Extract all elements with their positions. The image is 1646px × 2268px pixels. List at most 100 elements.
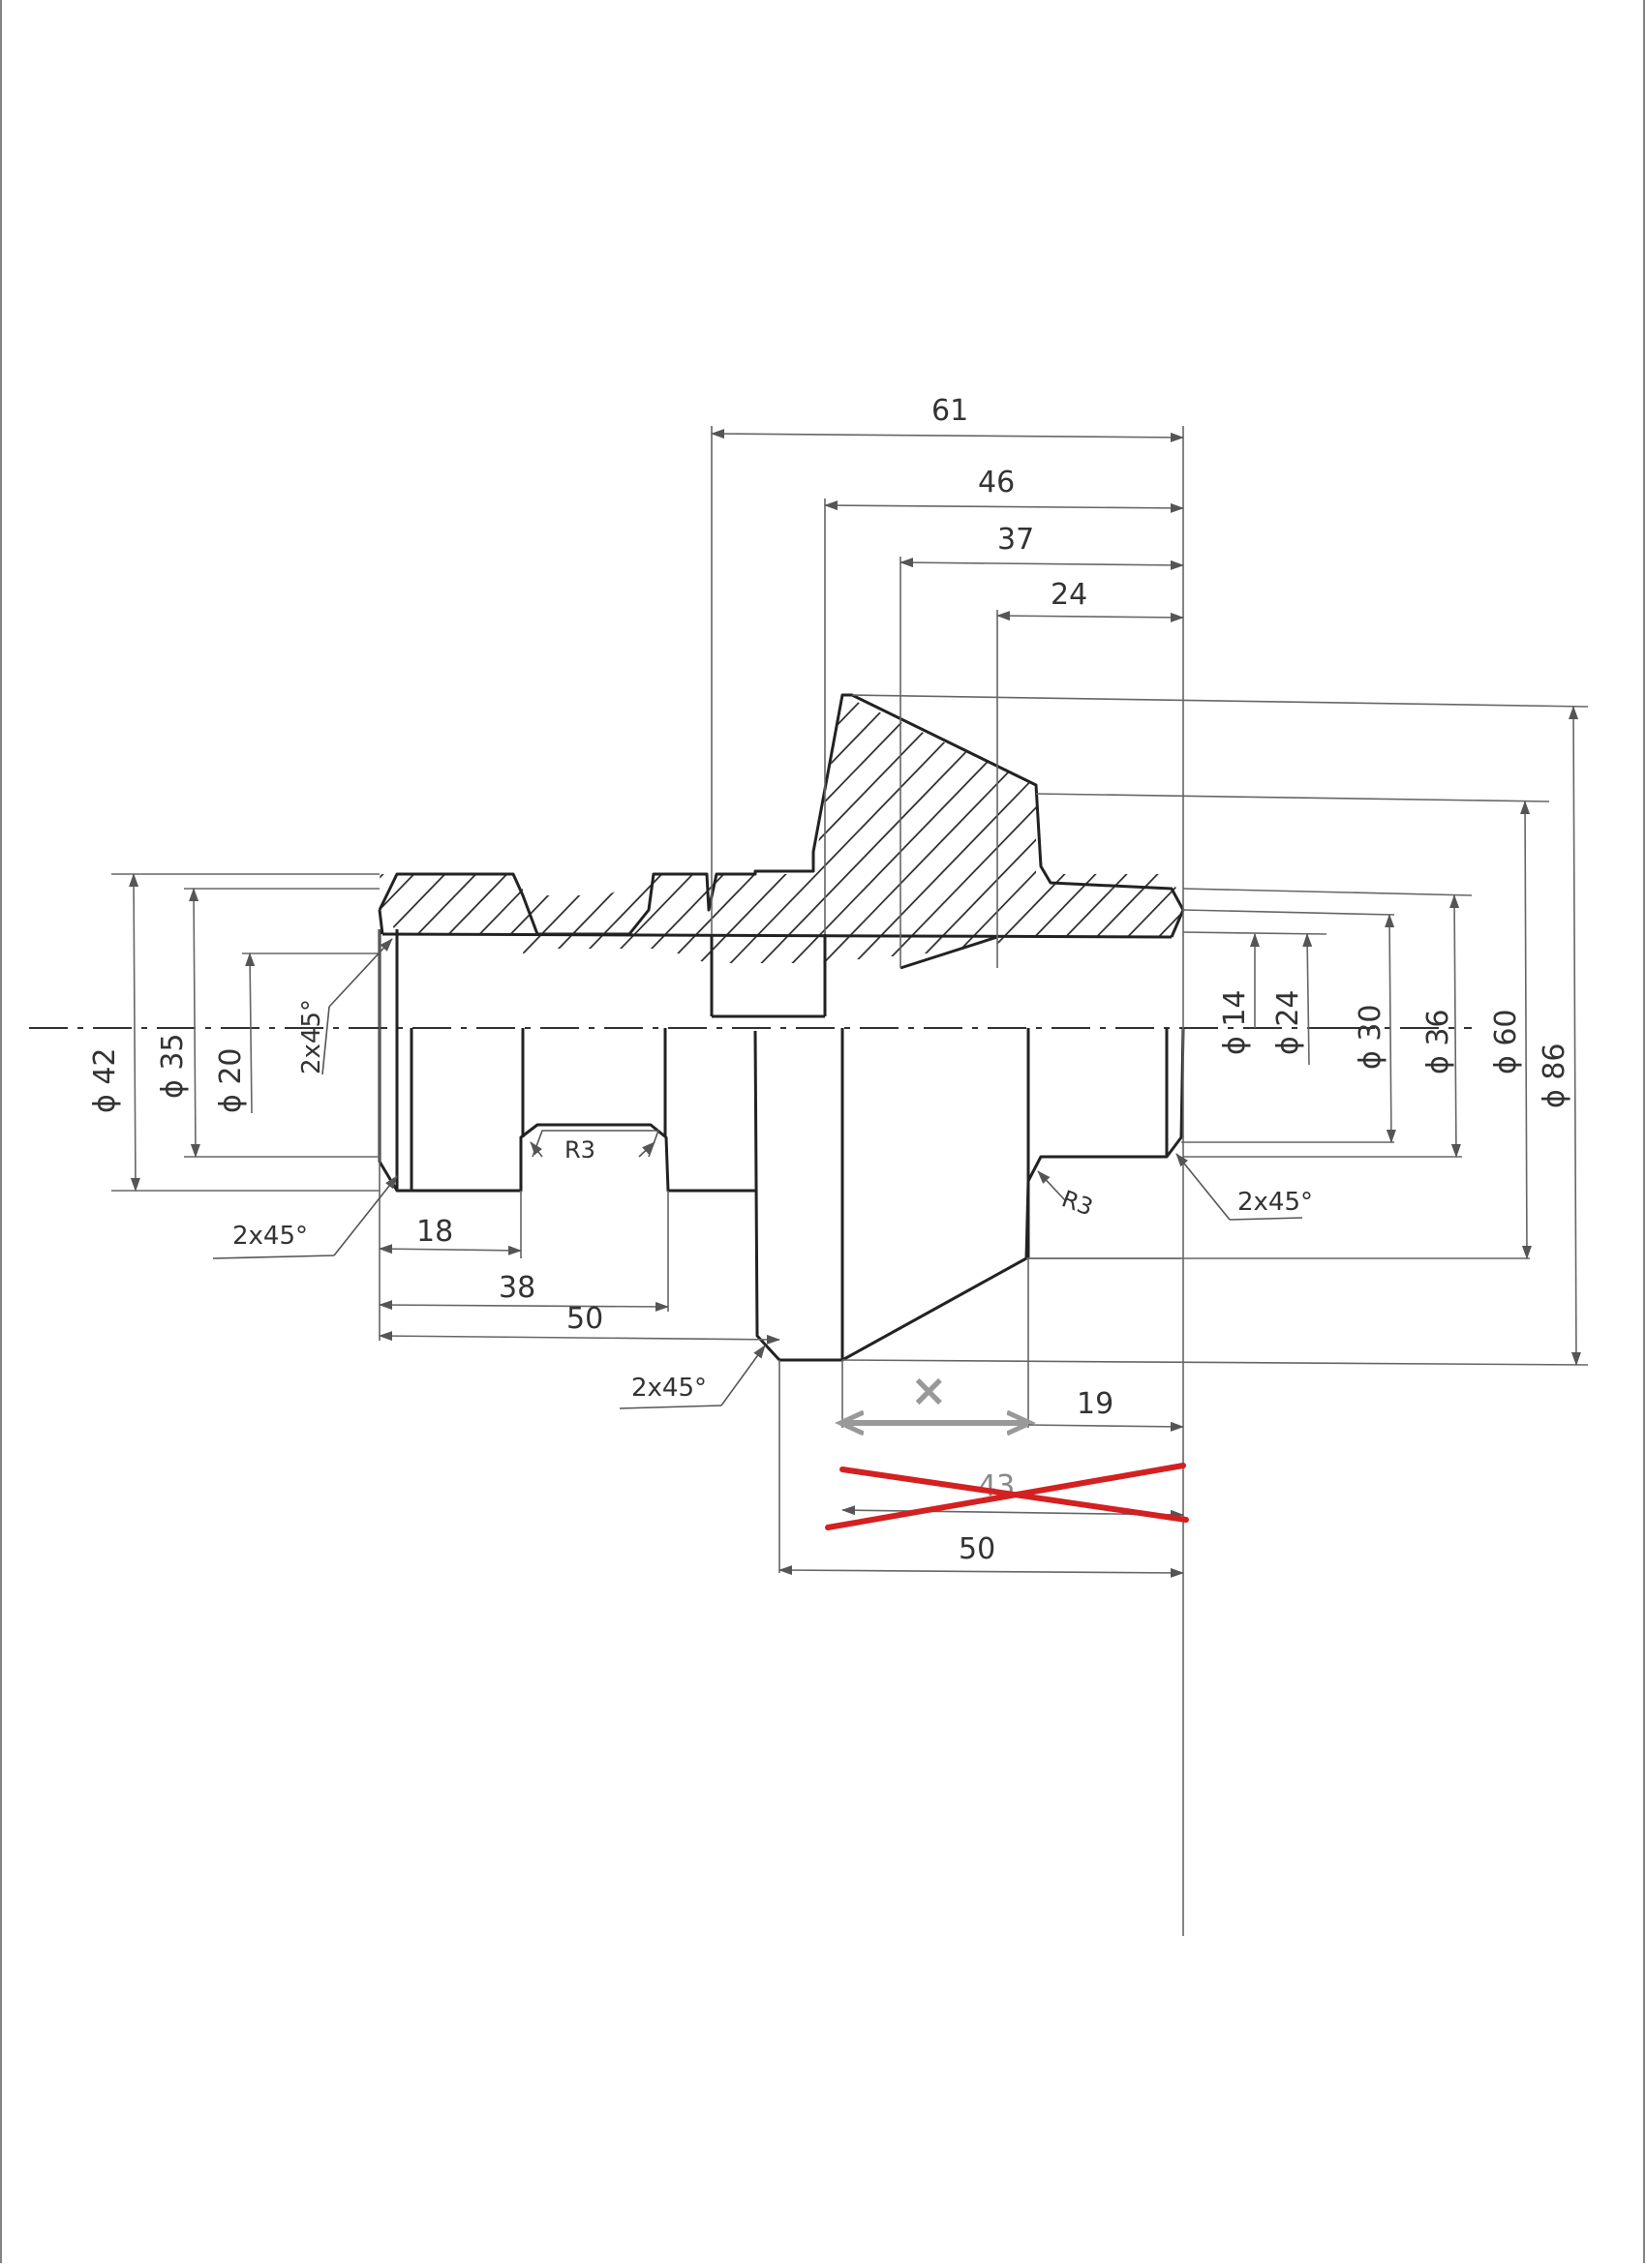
left-dimensions: 18 38 50 <box>379 1215 780 1345</box>
dim-50-bottom: 50 <box>959 1532 995 1566</box>
leader-chamfer-right-bottom-shelf <box>1229 1217 1303 1221</box>
hatch-line <box>870 695 1163 963</box>
dim-line-phi20 <box>245 953 256 1114</box>
hatch-line <box>777 695 1070 963</box>
hatch-line <box>654 695 946 963</box>
hatch-line <box>0 678 201 978</box>
dim-line-61 <box>711 429 1184 442</box>
hatch-line <box>1584 678 1646 978</box>
left-diameter-dims: ϕ 42 ϕ 35 ϕ 20 <box>88 873 256 1192</box>
dim-phi30: ϕ 30 <box>1354 1005 1387 1071</box>
bottom-dimensions: × 19 43 50 <box>778 1364 1189 1578</box>
unknown-dim-marker: × <box>910 1364 948 1416</box>
hatch-line <box>35 678 325 978</box>
dim-line-phi86 <box>1569 706 1581 1366</box>
hatch-line <box>380 695 388 963</box>
chamfer-right-bottom: 2x45° <box>1237 1188 1313 1217</box>
hatch-line <box>1087 695 1183 963</box>
dim-19: 19 <box>1077 1387 1113 1421</box>
hatch-line <box>380 695 419 963</box>
dim-line-phi35 <box>189 888 200 1158</box>
dim-line-50-left <box>379 1331 780 1345</box>
dim-phi60: ϕ 60 <box>1489 1010 1523 1075</box>
hatch-line <box>1274 678 1565 978</box>
dim-phi35: ϕ 35 <box>156 1034 190 1100</box>
mid-collar-outline <box>753 1027 1185 1362</box>
radius-groove: R3 <box>564 1136 595 1164</box>
dim-61: 61 <box>931 394 968 428</box>
hatch-line <box>0 678 232 978</box>
dim-37: 37 <box>997 523 1034 557</box>
hatch-line <box>380 695 512 963</box>
hatch-line <box>1056 695 1183 963</box>
hatch-line <box>380 695 481 963</box>
groove-radius-frame <box>532 1130 660 1158</box>
dim-line-phi30 <box>1385 914 1396 1143</box>
hatch-line <box>1429 678 1646 978</box>
hatched-section <box>0 678 1646 1018</box>
section-bore-line <box>381 932 1173 939</box>
callouts: 2x45° 2x45° 2x45° 2x45° R3 R3 <box>212 938 1313 1409</box>
dim-24: 24 <box>1051 578 1087 612</box>
dim-line-50-bottom <box>778 1565 1184 1578</box>
hatch-line <box>0 678 77 978</box>
dim-line-37 <box>899 558 1184 570</box>
hatch-line <box>1336 678 1627 978</box>
leader-right-r3 <box>1037 1170 1066 1201</box>
hatch-line <box>4 678 294 978</box>
chamfer-left-top: 2x45° <box>297 999 326 1074</box>
dim-line-43-struck <box>841 1505 1184 1520</box>
chamfer-left-bottom: 2x45° <box>232 1222 308 1251</box>
hatch-line <box>932 695 1183 963</box>
hatch-line <box>1118 695 1183 963</box>
dim-50-left: 50 <box>566 1302 603 1336</box>
dim-phi36: ϕ 36 <box>1421 1010 1455 1075</box>
dim-18: 18 <box>416 1215 453 1249</box>
hatch-line <box>1460 678 1646 978</box>
hatch-line <box>1491 678 1646 978</box>
hatch-line <box>1615 678 1646 978</box>
radius-right: R3 <box>1058 1185 1097 1221</box>
leader-chamfer-right-bottom <box>1175 1153 1231 1221</box>
top-dimensions: 61 46 37 24 <box>711 394 1184 622</box>
dim-line-19 <box>1027 1421 1184 1432</box>
hatch-line <box>1305 678 1596 978</box>
leader-chamfer-bottom-shelf <box>619 1405 722 1409</box>
hatch-line <box>1522 678 1646 978</box>
dim-line-phi60 <box>1520 801 1532 1259</box>
hatch-line <box>623 695 915 963</box>
hatch-line <box>901 695 1183 963</box>
section-outline <box>378 693 1185 938</box>
dim-phi24: ϕ 24 <box>1271 990 1305 1056</box>
leader-groove-r3-left <box>530 1141 543 1158</box>
hatch-line <box>0 678 170 978</box>
hatch-line <box>0 678 139 978</box>
hatch-line <box>747 695 1039 963</box>
hatch-line <box>839 695 1132 963</box>
leader-chamfer-left-top <box>328 938 393 1008</box>
dim-phi20: ϕ 20 <box>214 1048 248 1114</box>
hatch-line <box>1553 678 1646 978</box>
dim-phi86: ϕ 86 <box>1538 1043 1571 1109</box>
dim-46: 46 <box>978 466 1015 499</box>
hatch-line <box>66 678 356 978</box>
hatch-pattern <box>0 678 1646 978</box>
dim-line-phi36 <box>1449 894 1461 1158</box>
strike-line-b <box>825 1463 1186 1530</box>
leader-chamfer-left-bottom <box>333 1175 398 1256</box>
hatch-line <box>685 695 977 963</box>
chamfer-bottom-center: 2x45° <box>631 1374 707 1403</box>
extension-lines <box>111 426 1589 1936</box>
dim-line-24 <box>996 611 1184 622</box>
dim-line-18 <box>379 1244 522 1255</box>
dim-phi42: ϕ 42 <box>88 1048 122 1114</box>
hatch-line <box>1367 678 1646 978</box>
leader-chamfer-left-bottom-shelf <box>212 1255 335 1259</box>
dim-line-phi24 <box>1302 933 1313 1066</box>
hatch-line <box>1398 678 1646 978</box>
section-left-chamfer <box>378 909 384 935</box>
dim-line-46 <box>824 500 1184 513</box>
hatch-line <box>808 695 1101 963</box>
hatch-line <box>0 678 263 978</box>
